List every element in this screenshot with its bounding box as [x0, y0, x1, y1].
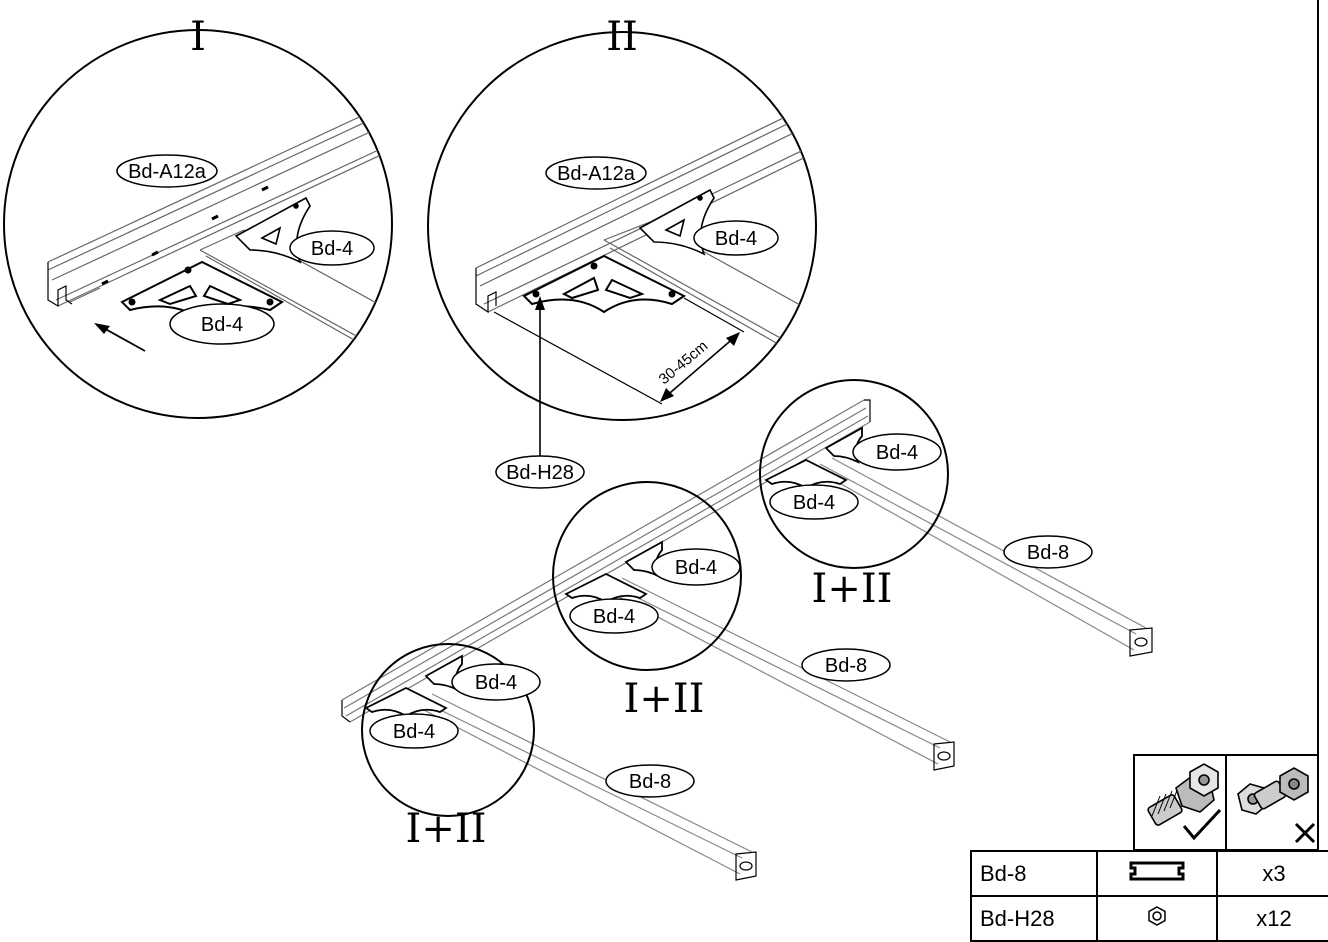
label-beam-3: Bd-8 — [1027, 542, 1069, 564]
label-bubble — [116, 154, 218, 188]
label-bubble — [852, 433, 942, 471]
parts-table: Bd-8 x3 Bd-H28 x12 — [970, 850, 1328, 942]
label-bracket-back-I: Bd-4 — [311, 238, 353, 260]
label-bubble — [289, 230, 375, 266]
part-code: Bd-8 — [970, 850, 1098, 897]
detail-circle-assembly-2 — [552, 481, 742, 671]
label-bracket-upper-1: Bd-4 — [475, 672, 517, 694]
label-bubble — [569, 598, 659, 634]
step-label-II: II — [606, 14, 638, 60]
parts-row: Bd-H28 x12 — [970, 895, 1328, 942]
check-mark-icon — [1182, 808, 1222, 841]
label-bubble — [651, 548, 741, 586]
beam-1 — [419, 693, 757, 881]
parts-row: Bd-8 x3 — [970, 850, 1328, 897]
label-rail-I: Bd-A12a — [128, 161, 207, 183]
label-bracket-lower-1: Bd-4 — [393, 721, 435, 743]
step-label-I: I — [190, 14, 206, 60]
bracket-small-1 — [364, 654, 463, 718]
detail-I: I — [3, 14, 393, 419]
label-bracket-upper-2: Bd-4 — [675, 557, 717, 579]
bolt-legend — [1133, 754, 1319, 851]
label-bubble — [169, 303, 275, 345]
beam-3 — [819, 457, 1153, 657]
label-bubble — [369, 713, 459, 749]
label-beam-2: Bd-8 — [825, 655, 867, 677]
bracket-front — [522, 254, 686, 314]
detail-circle-assembly-1 — [361, 643, 535, 817]
detail-circle-II — [427, 31, 817, 421]
label-bubble — [605, 764, 695, 798]
nut-marks — [101, 185, 269, 286]
step-label-assembly-1: I+II — [406, 806, 487, 852]
part-code: Bd-H28 — [970, 895, 1098, 942]
label-rail-II: Bd-A12a — [557, 163, 636, 185]
label-nut-II: Bd-H28 — [506, 462, 574, 484]
label-bubble — [769, 484, 859, 520]
hex-nut-icon — [1096, 895, 1218, 942]
bolt-nut-correct-icon — [1147, 763, 1219, 826]
assembly-overview: Bd-4 Bd-4 Bd-8 I+II Bd-4 Bd-4 Bd-8 I+II … — [341, 379, 1153, 881]
label-bracket-II: Bd-4 — [715, 228, 757, 250]
label-bubble — [693, 220, 779, 256]
beam-profile-icon — [1096, 850, 1218, 897]
part-qty: x3 — [1216, 850, 1328, 897]
step-label-assembly-3: I+II — [812, 566, 893, 612]
label-bubble — [451, 663, 541, 701]
beam-2 — [609, 577, 955, 771]
part-qty: x12 — [1216, 895, 1328, 942]
bolt-nut-wrong-icon — [1237, 767, 1309, 815]
leader-arrowhead — [535, 296, 545, 310]
slide-arrow — [94, 323, 146, 352]
label-bubble — [495, 455, 585, 489]
detail-circle-I — [3, 29, 393, 419]
label-bracket-upper-3: Bd-4 — [876, 442, 918, 464]
label-bracket-front-I: Bd-4 — [201, 314, 243, 336]
detail-circle-assembly-3 — [759, 379, 949, 569]
cross-mark-icon — [1294, 822, 1316, 844]
label-bracket-lower-3: Bd-4 — [793, 492, 835, 514]
label-beam-1: Bd-8 — [629, 771, 671, 793]
detail-II: II — [427, 14, 817, 489]
label-bracket-lower-2: Bd-4 — [593, 606, 635, 628]
label-bubble — [1003, 535, 1093, 569]
label-bubble — [545, 156, 647, 190]
dimension-arrow: 30-45cm — [656, 332, 740, 402]
label-bubble — [801, 648, 891, 682]
step-label-assembly-2: I+II — [624, 676, 705, 722]
rail-profile — [47, 97, 392, 308]
